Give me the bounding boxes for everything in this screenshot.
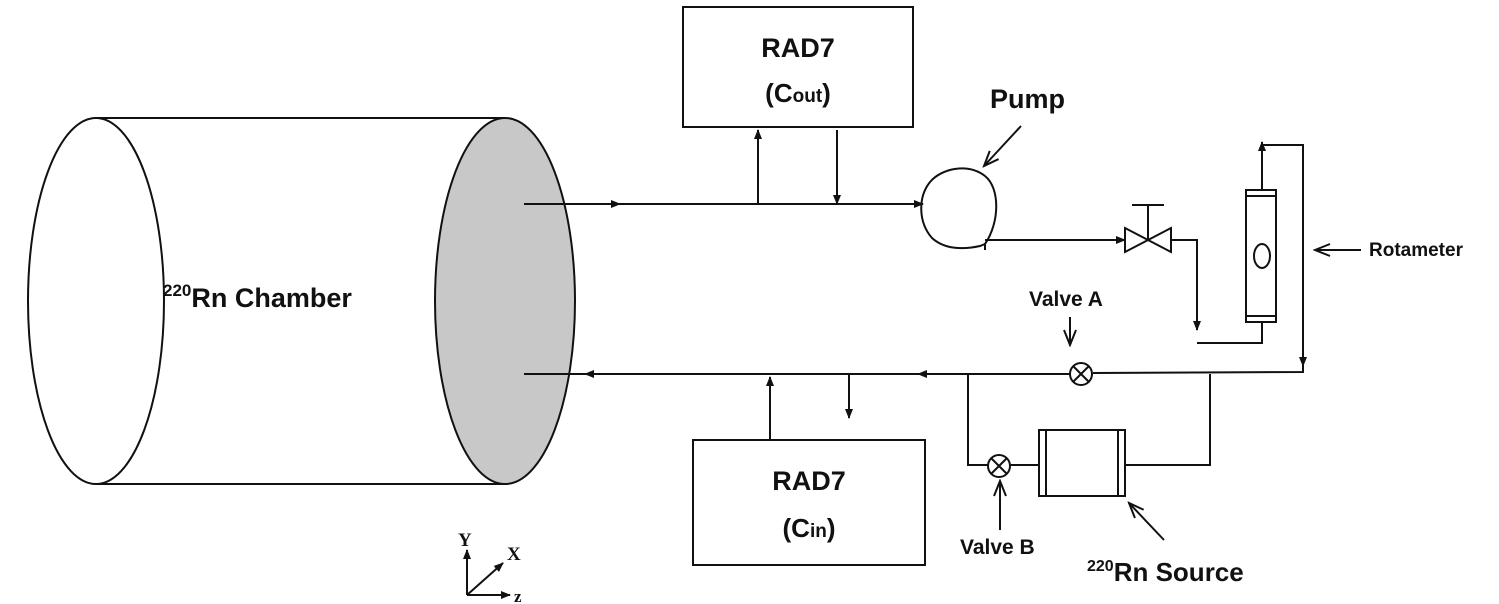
rad7-in-title: RAD7 bbox=[772, 466, 846, 496]
chamber-back-face bbox=[27, 117, 165, 485]
axis-y-label: Y bbox=[458, 530, 472, 551]
rad7-out-close: ) bbox=[822, 78, 831, 108]
axis-x-label: X bbox=[507, 544, 521, 565]
rad7-out-box bbox=[682, 6, 914, 128]
radon-source: 220Rn Source bbox=[1038, 429, 1244, 587]
source-branch: Valve B 220Rn Source bbox=[960, 374, 1244, 587]
valve-b-label: Valve B bbox=[960, 536, 1035, 559]
pump-pointer-arrow bbox=[984, 125, 1022, 166]
pump-label: Pump bbox=[990, 84, 1065, 114]
radon-source-sup: 220 bbox=[1087, 558, 1114, 575]
valve-a: Valve A bbox=[1029, 288, 1103, 386]
needle-valve-icon bbox=[1124, 204, 1172, 254]
radon-source-label: 220Rn Source bbox=[1087, 557, 1244, 587]
pump-icon bbox=[920, 167, 998, 250]
radon-source-body bbox=[1038, 429, 1126, 497]
rotameter-tube bbox=[1245, 189, 1277, 323]
rad7-out-monitor: RAD7 (Cout) bbox=[682, 6, 914, 128]
valve-b: Valve B bbox=[960, 454, 1035, 559]
rotameter-label: Rotameter bbox=[1369, 240, 1464, 261]
rad7-out-subtitle: (Cout) bbox=[765, 78, 831, 108]
coordinate-axes: Y X z bbox=[458, 530, 522, 604]
chamber-label: 220Rn Chamber bbox=[163, 281, 352, 313]
pump-to-rotameter-line bbox=[985, 204, 1263, 344]
rad7-in-sym: C bbox=[791, 513, 810, 543]
rad7-in-subtitle: (Cin) bbox=[782, 513, 835, 543]
outlet-line bbox=[524, 129, 924, 208]
rad7-in-close: ) bbox=[827, 513, 836, 543]
radon-source-text: Rn Source bbox=[1114, 557, 1244, 587]
chamber-label-text: Rn Chamber bbox=[191, 283, 352, 313]
axis-z-label: z bbox=[514, 587, 522, 604]
rotameter-float-icon bbox=[1253, 243, 1271, 269]
valve-a-label: Valve A bbox=[1029, 288, 1103, 311]
radon-source-pointer-arrow bbox=[1129, 503, 1165, 541]
return-line: Valve A bbox=[524, 288, 1307, 440]
rad7-in-monitor: RAD7 (Cin) bbox=[692, 439, 926, 566]
rad7-out-sym: C bbox=[774, 78, 793, 108]
chamber-body bbox=[96, 117, 505, 485]
rad7-in-open: ( bbox=[782, 513, 791, 543]
rad7-out-sub: out bbox=[793, 86, 823, 107]
chamber-front-face bbox=[434, 117, 576, 485]
rotameter: Rotameter bbox=[1245, 141, 1464, 366]
rad7-out-title: RAD7 bbox=[761, 33, 835, 63]
rad7-in-sub: in bbox=[810, 521, 827, 542]
chamber-label-sup: 220 bbox=[163, 281, 191, 300]
rad7-in-box bbox=[692, 439, 926, 566]
radon-chamber: 220Rn Chamber bbox=[27, 117, 576, 485]
pump: Pump bbox=[920, 84, 1065, 250]
rad7-out-open: ( bbox=[765, 78, 774, 108]
valve-b-icon bbox=[987, 454, 1011, 478]
